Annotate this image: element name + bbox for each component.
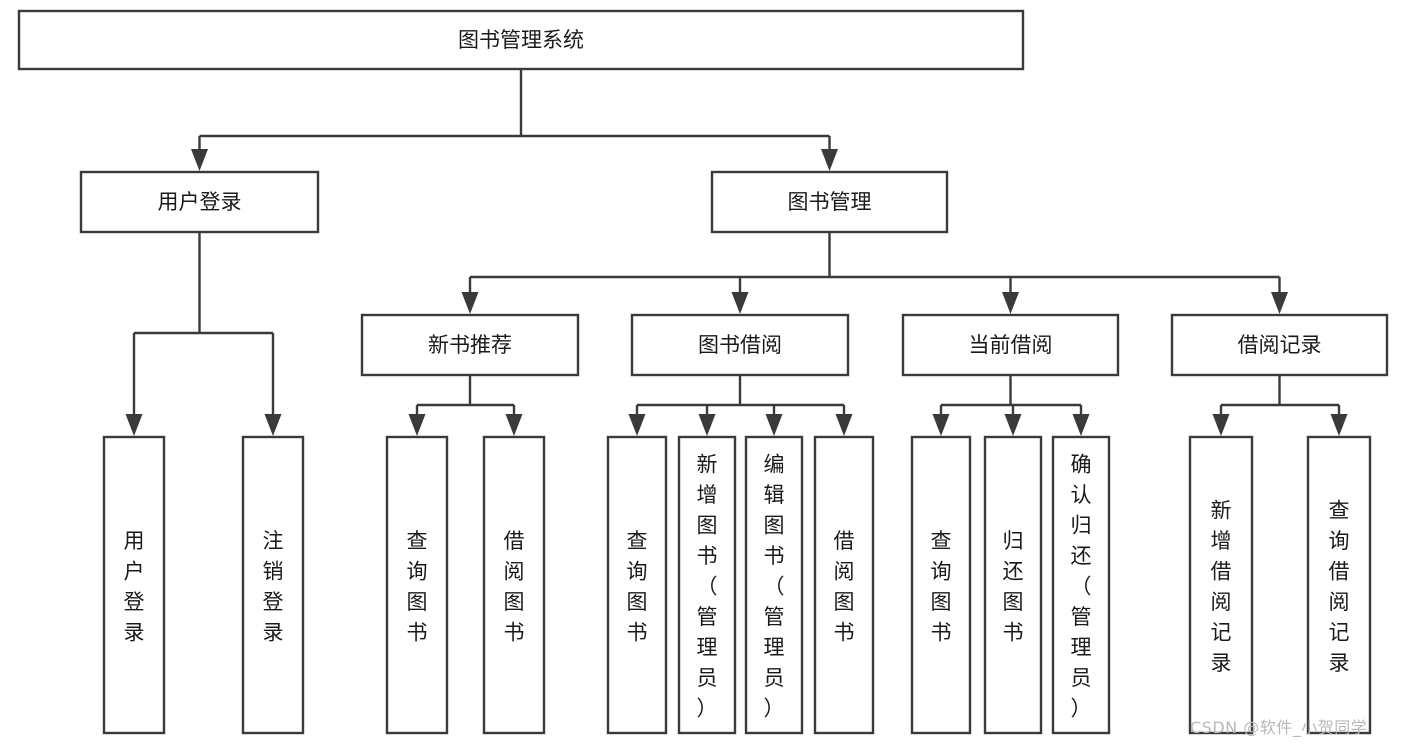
node-leaf_2[interactable]: 注销登录 — [241, 435, 305, 735]
node-layer: 图书管理系统用户登录图书管理新书推荐图书借阅当前借阅借阅记录用户登录注销登录查询… — [17, 9, 1389, 735]
node-box — [606, 435, 668, 735]
node-box — [1051, 435, 1111, 735]
node-box — [385, 435, 449, 735]
node-leaf_4[interactable]: 借阅图书 — [482, 435, 546, 735]
node-box — [482, 435, 546, 735]
node-label: 查询图书 — [627, 529, 648, 645]
node-label: 确认归还（管理员） — [1071, 453, 1092, 721]
node-label: 借阅图书 — [834, 529, 855, 645]
node-label: 用户登录 — [124, 529, 145, 645]
node-leaf_7[interactable]: 编辑图书（管理员） — [744, 435, 804, 735]
node-box — [1306, 435, 1372, 735]
node-box — [79, 170, 320, 234]
node-leaf_11[interactable]: 确认归还（管理员） — [1051, 435, 1111, 735]
node-label: 图书管理系统 — [458, 28, 584, 52]
node-label: 查询图书 — [931, 529, 952, 645]
node-root[interactable]: 图书管理系统 — [17, 9, 1025, 71]
node-leaf_8[interactable]: 借阅图书 — [813, 435, 875, 735]
node-leaf_13[interactable]: 查询借阅记录 — [1306, 435, 1372, 735]
node-box — [901, 313, 1120, 377]
node-l3_3[interactable]: 当前借阅 — [901, 313, 1120, 377]
node-leaf_3[interactable]: 查询图书 — [385, 435, 449, 735]
node-l2_2[interactable]: 图书管理 — [710, 170, 949, 234]
node-box — [17, 9, 1025, 71]
node-l3_4[interactable]: 借阅记录 — [1170, 313, 1389, 377]
node-box — [910, 435, 972, 735]
node-box — [813, 435, 875, 735]
node-label: 查询图书 — [407, 529, 428, 645]
node-leaf_10[interactable]: 归还图书 — [983, 435, 1043, 735]
node-label: 借阅记录 — [1238, 333, 1322, 357]
node-label: 图书借阅 — [698, 333, 782, 357]
node-label: 新增图书（管理员） — [697, 453, 718, 721]
node-box — [360, 313, 580, 377]
csdn-watermark: CSDN @软件_小贺同学 — [1190, 718, 1368, 737]
node-label: 新增借阅记录 — [1211, 498, 1232, 675]
node-leaf_9[interactable]: 查询图书 — [910, 435, 972, 735]
node-label: 归还图书 — [1003, 529, 1024, 645]
node-label: 新书推荐 — [428, 333, 512, 357]
node-box — [744, 435, 804, 735]
node-l3_2[interactable]: 图书借阅 — [630, 313, 850, 377]
node-label: 编辑图书（管理员） — [764, 453, 785, 721]
node-label: 查询借阅记录 — [1329, 498, 1350, 675]
node-label: 用户登录 — [158, 190, 242, 214]
node-box — [630, 313, 850, 377]
node-box — [677, 435, 737, 735]
node-box — [241, 435, 305, 735]
node-leaf_5[interactable]: 查询图书 — [606, 435, 668, 735]
node-box — [102, 435, 166, 735]
node-leaf_12[interactable]: 新增借阅记录 — [1188, 435, 1254, 735]
node-leaf_6[interactable]: 新增图书（管理员） — [677, 435, 737, 735]
node-box — [983, 435, 1043, 735]
node-label: 注销登录 — [263, 529, 284, 645]
node-label: 借阅图书 — [504, 529, 525, 645]
node-box — [710, 170, 949, 234]
connector-layer — [125, 69, 1348, 436]
node-l3_1[interactable]: 新书推荐 — [360, 313, 580, 377]
node-label: 图书管理 — [788, 190, 872, 214]
node-box — [1170, 313, 1389, 377]
node-box — [1188, 435, 1254, 735]
node-label: 当前借阅 — [969, 333, 1053, 357]
node-leaf_1[interactable]: 用户登录 — [102, 435, 166, 735]
node-l2_1[interactable]: 用户登录 — [79, 170, 320, 234]
